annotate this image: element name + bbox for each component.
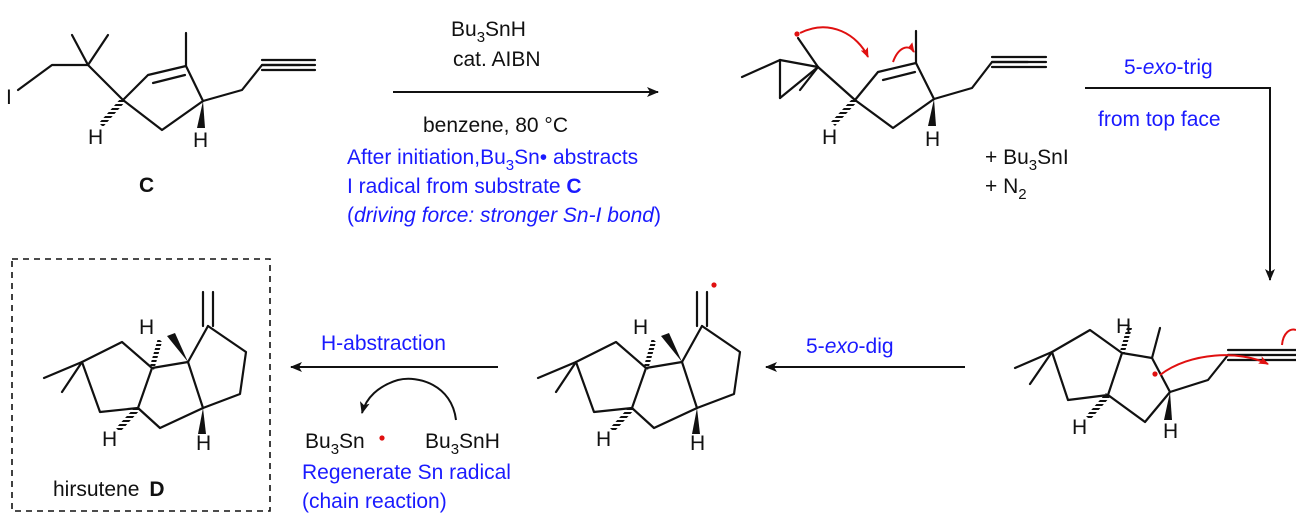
step2-label-line2: from top face (1098, 108, 1221, 131)
step4-note-line2: (chain reaction) (302, 490, 447, 513)
step3-label: 5-exo-dig (806, 335, 894, 358)
fishhook-arrow-icon (892, 42, 915, 63)
step1-note-line1: After initiation,Bu3Sn• abstracts (347, 146, 638, 174)
curly-arrow-icon (799, 26, 869, 58)
intermediate3-h-left: H (596, 428, 611, 451)
product-h-top: H (139, 316, 154, 339)
curly-arrow-icon (1159, 354, 1269, 376)
intermediate2-h-right: H (1163, 420, 1178, 443)
intermediate3-h-right: H (690, 432, 705, 455)
radical-dot-icon (1152, 371, 1158, 377)
step2-label: 5-exo-trig (1124, 56, 1213, 79)
product-h-right: H (196, 432, 211, 455)
compound-c-label: C (139, 174, 154, 197)
intermediate1-structure (740, 29, 1048, 130)
radical-dot-icon (794, 31, 800, 37)
step4-tin-radical: Bu3Sn (305, 430, 365, 458)
step1-conditions: benzene, 80 °C (423, 114, 568, 137)
intermediate2-h-top: H (1116, 315, 1131, 338)
compound-c-h-left: H (88, 126, 103, 149)
step4-tin-hydride: Bu3SnH (425, 430, 500, 458)
compound-c-h-right: H (193, 129, 208, 152)
product-box (11, 258, 271, 512)
intermediate3-h-top: H (633, 316, 648, 339)
step1-note-line3: (driving force: stronger Sn-I bond) (347, 204, 661, 227)
compound-c-structure (16, 31, 317, 132)
byproduct-bu3sni: + Bu3SnI (985, 146, 1069, 174)
radical-dot-icon (711, 282, 717, 288)
step4-label: H-abstraction (321, 332, 446, 355)
step1-reagent-aibn: cat. AIBN (453, 48, 541, 71)
curly-arrow-icon (1281, 328, 1296, 346)
intermediate1-h-left: H (822, 126, 837, 149)
step1-note-line2: I radical from substrate C (347, 175, 582, 198)
hirsutene-structure (42, 290, 248, 434)
curved-arrow-icon (360, 377, 457, 421)
intermediate3-structure (536, 290, 742, 434)
radical-dot-icon (379, 435, 385, 441)
intermediate1-h-right: H (925, 128, 940, 151)
step4-note-line1: Regenerate Sn radical (302, 461, 511, 484)
iodine-atom: I (6, 86, 12, 109)
step1-reagent-bu3snh: Bu3SnH (451, 18, 526, 46)
product-h-left: H (102, 428, 117, 451)
intermediate2-h-left: H (1072, 416, 1087, 439)
byproduct-n2: + N2 (985, 175, 1027, 203)
step2-arrow (1085, 87, 1275, 281)
